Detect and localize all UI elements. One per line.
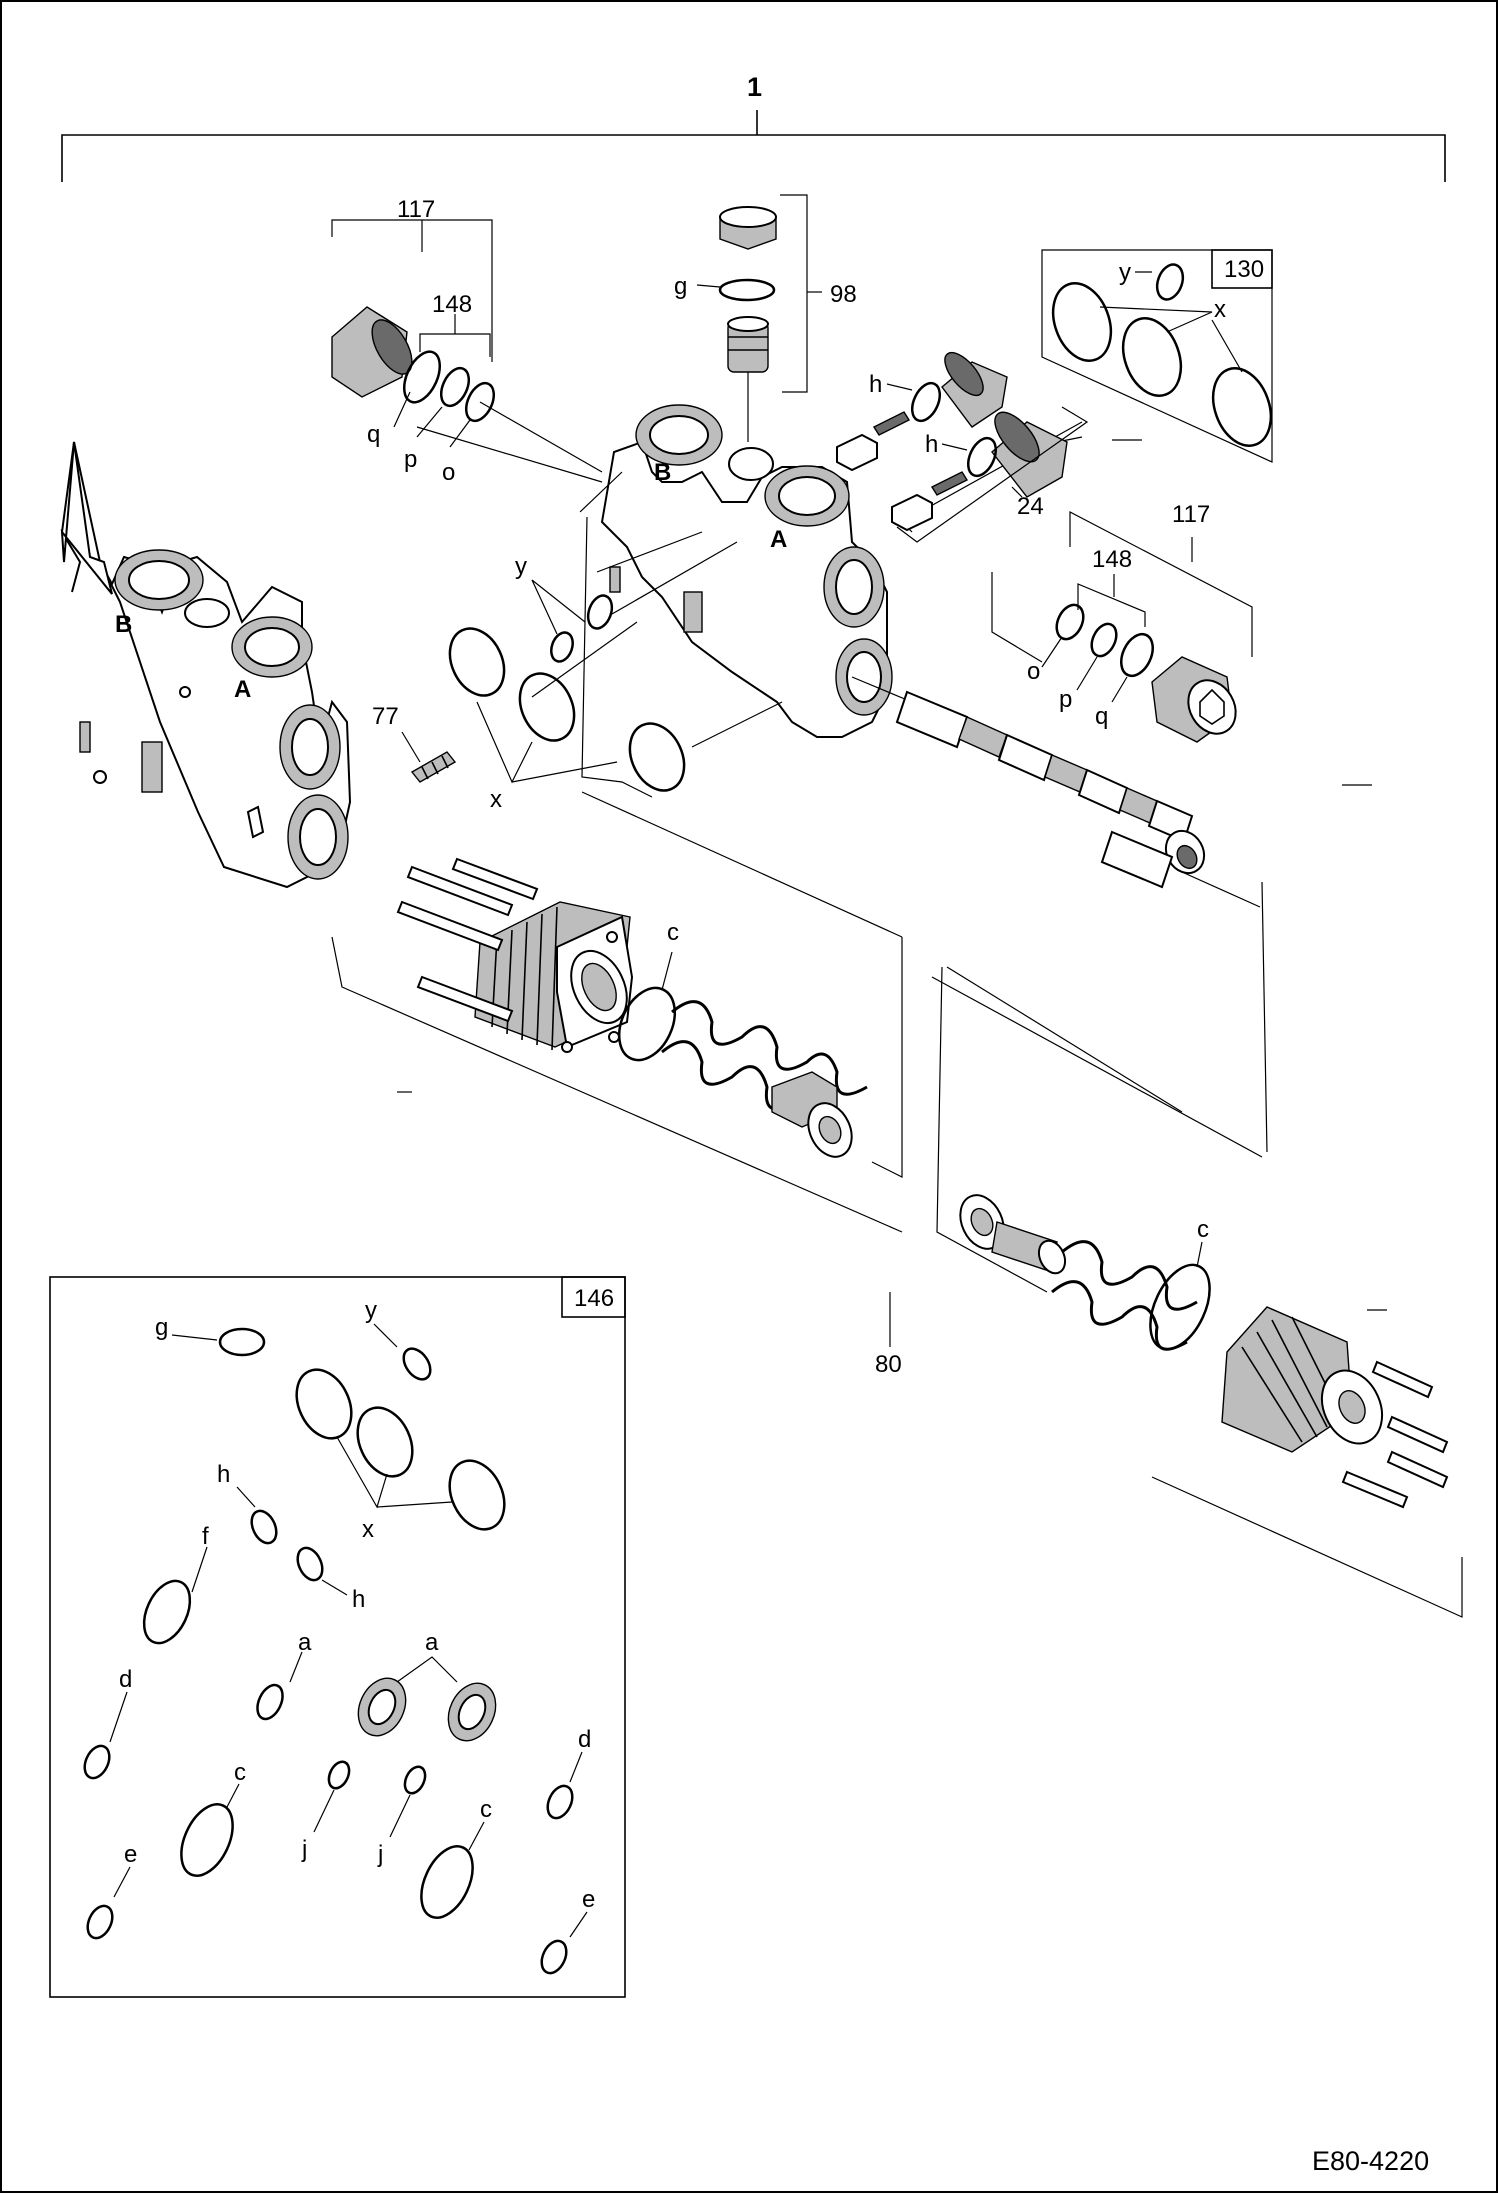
callout-148b: 148 — [1092, 546, 1132, 573]
callout-h1: h — [869, 371, 882, 398]
kit-146-label-d2: d — [578, 1726, 591, 1753]
callout-148a: 148 — [432, 291, 472, 318]
svg-text:B: B — [654, 459, 671, 486]
callout-q2: q — [1095, 703, 1108, 730]
assembly-number: 1 — [747, 72, 762, 102]
kit-146-label-a1: a — [298, 1629, 312, 1656]
callout-p1: p — [404, 446, 417, 473]
kit-146-label-e2: e — [582, 1886, 595, 1913]
callout-24: 24 — [1017, 493, 1044, 520]
kit-146-label-d1: d — [119, 1666, 132, 1693]
kit-146-label-h1: h — [217, 1461, 230, 1488]
spool — [851, 676, 1206, 889]
kit-146-label-a2: a — [425, 1629, 439, 1656]
kit-146-label-j1: j — [301, 1836, 307, 1863]
kit-146-label-c2: c — [480, 1796, 492, 1823]
callout-77: 77 — [372, 703, 399, 730]
kit-146-label-c1: c — [234, 1759, 246, 1786]
valve-body-center: B A — [579, 404, 893, 738]
callout-98: 98 — [830, 281, 857, 308]
callout-x1: x — [490, 786, 502, 813]
kit-146-label-y: y — [365, 1297, 377, 1324]
kit-box-130: 130 y x — [1041, 249, 1273, 463]
spring-cap-left: c — [396, 857, 868, 1158]
kit-146-box-label: 146 — [574, 1285, 614, 1312]
kit-146-label-g: g — [155, 1314, 168, 1341]
svg-text:A: A — [234, 676, 251, 703]
valve-body-left: B A — [60, 441, 352, 889]
plug-group-117-right: 117 148 o p q — [1027, 501, 1253, 743]
callout-117b: 117 — [1172, 501, 1210, 528]
kit-146-label-f: f — [202, 1523, 209, 1550]
callout-y130: y — [1119, 259, 1131, 286]
kit-130-box-label: 130 — [1224, 256, 1264, 283]
callout-c1: c — [667, 919, 679, 946]
spring-cap-right: c — [959, 1194, 1449, 1509]
callout-g1: g — [674, 273, 687, 300]
callout-117a: 117 — [397, 196, 435, 223]
callout-y1: y — [515, 553, 527, 580]
figure-id: E80-4220 — [1312, 2146, 1429, 2176]
kit-146-label-x: x — [362, 1516, 374, 1543]
callout-c2: c — [1197, 1216, 1209, 1243]
callout-p2: p — [1059, 686, 1072, 713]
check-group-24: h h 24 — [836, 351, 1089, 543]
kit-146-label-h2: h — [352, 1586, 365, 1613]
callout-o1: o — [442, 459, 455, 486]
svg-text:B: B — [115, 611, 132, 638]
callout-h2: h — [925, 431, 938, 458]
plug-group-98: 98 g — [674, 194, 857, 442]
callout-x130: x — [1214, 296, 1226, 323]
kit-box-146: 146 g y x h h f a a d d — [49, 1276, 626, 1998]
svg-text:A: A — [770, 526, 787, 553]
kit-146-label-j2: j — [377, 1841, 383, 1868]
callout-o2: o — [1027, 658, 1040, 685]
assembly-bracket: 1 — [61, 72, 1446, 182]
seal-group-center: y x 77 — [372, 531, 783, 813]
plug-group-117-left: 117 148 q p o — [331, 196, 603, 486]
callout-80: 80 — [875, 1351, 902, 1378]
callout-q1: q — [367, 421, 380, 448]
kit-146-label-e1: e — [124, 1841, 137, 1868]
